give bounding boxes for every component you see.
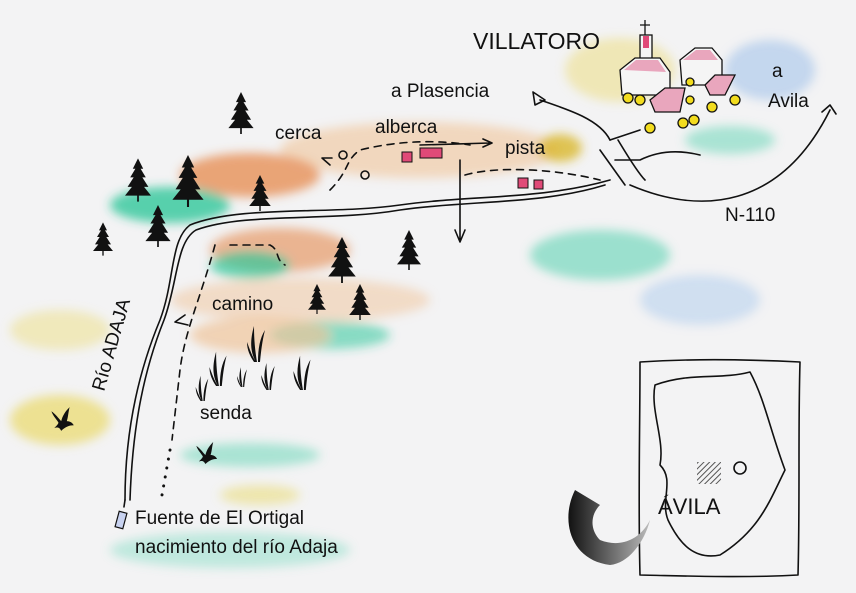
reed-icon (261, 363, 275, 390)
reed-icon (209, 351, 227, 386)
village-houses (619, 20, 741, 134)
label-fuente: Fuente de El Ortigal (135, 508, 304, 529)
label-a-plasencia: a Plasencia (391, 81, 490, 102)
label-senda: senda (200, 403, 252, 424)
label-n110: N-110 (725, 205, 775, 226)
inset-locator-map: ÁVILA (568, 358, 801, 578)
label-pista: pista (505, 138, 546, 159)
label-rio-adaja: Río ADAJA (89, 296, 135, 393)
reed-icon (237, 367, 247, 387)
label-avila-direction: Avila (768, 91, 809, 112)
spring-icon (114, 510, 128, 530)
label-nacimiento: nacimiento del río Adaja (135, 537, 338, 558)
reed-icon (195, 375, 209, 401)
village-title: VILLATORO (473, 28, 600, 54)
province-label: ÁVILA (658, 494, 721, 519)
reed-icon (293, 355, 311, 390)
pine-tree-icon (397, 230, 421, 270)
label-a: a (772, 61, 783, 82)
pine-tree-icon (125, 158, 151, 202)
river-adaja (114, 179, 611, 530)
curved-arrow-icon (568, 490, 650, 565)
pine-tree-icon (93, 222, 113, 256)
trails (160, 91, 837, 497)
label-cerca: cerca (275, 123, 322, 144)
pine-tree-icon (228, 92, 254, 134)
label-camino: camino (212, 294, 273, 315)
label-alberca: alberca (375, 117, 438, 138)
